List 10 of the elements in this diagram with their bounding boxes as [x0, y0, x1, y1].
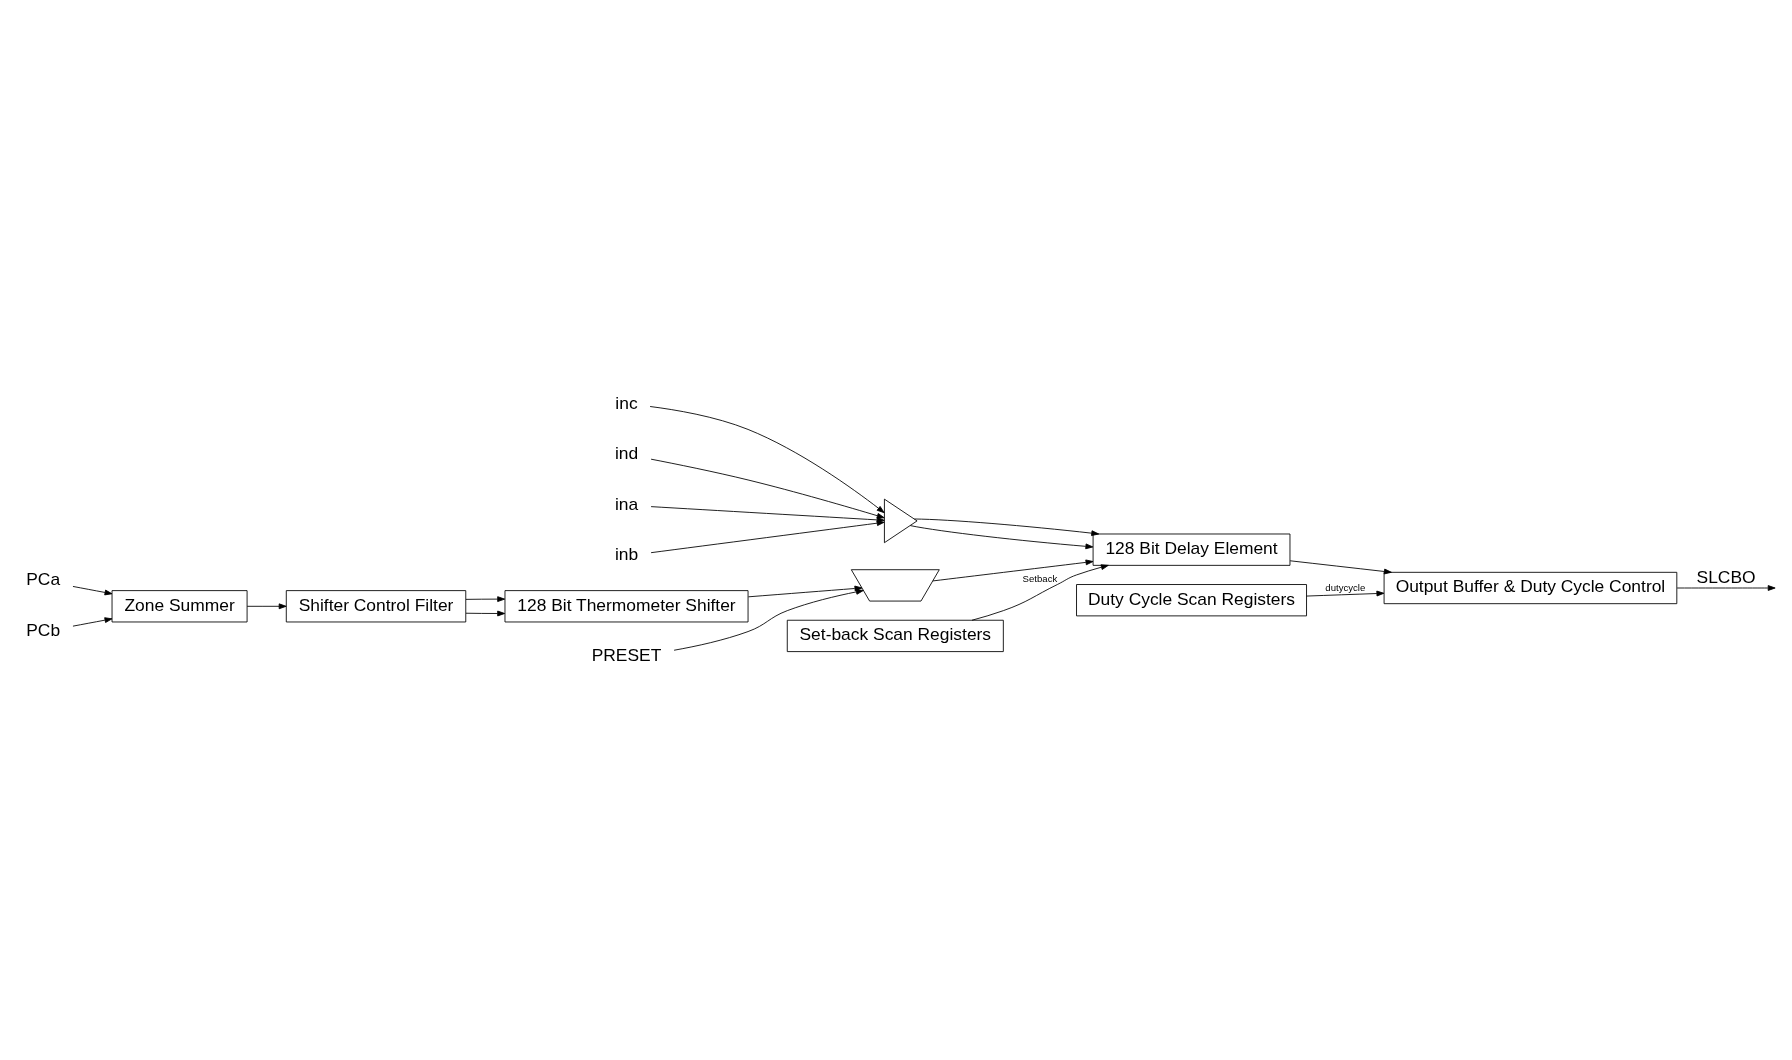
node-text: PCa: [26, 568, 61, 589]
node-text: inb: [614, 543, 639, 564]
node-text: ind: [614, 442, 639, 463]
node-text: inc: [615, 392, 638, 413]
edge-label: dutycycle: [1325, 581, 1366, 593]
node-text: PCb: [26, 619, 61, 640]
edge-label: Setback: [1022, 572, 1058, 584]
node-text: ina: [614, 493, 639, 514]
node-text: PRESET: [591, 644, 662, 665]
edge-label: SLCBO: [1696, 566, 1756, 587]
